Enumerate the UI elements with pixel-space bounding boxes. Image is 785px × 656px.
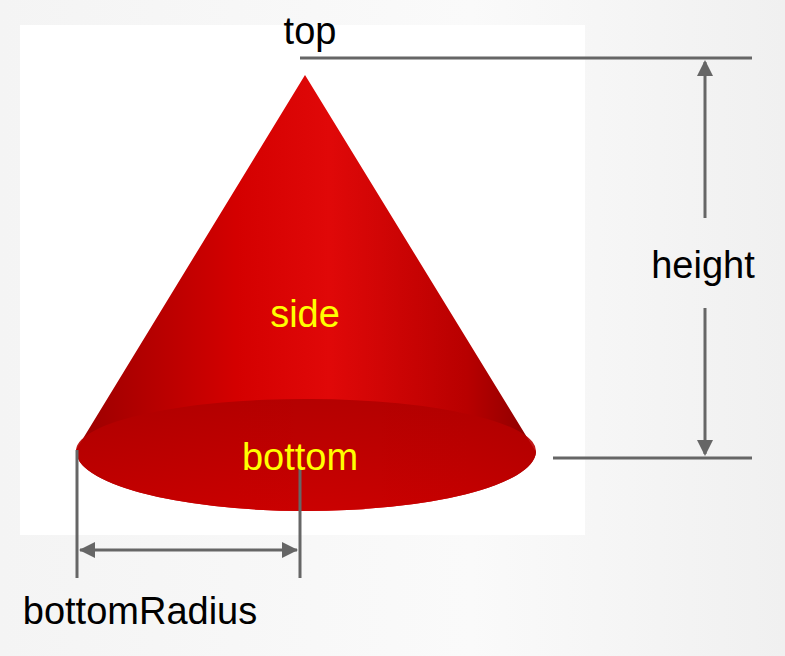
arrow-head: [697, 60, 713, 76]
cone-side: [76, 75, 536, 511]
image-ground: [20, 25, 585, 535]
dimension-label: height: [651, 245, 755, 287]
part-label: bottom: [242, 437, 358, 479]
dimension-label: bottomRadius: [23, 591, 257, 633]
arrow-head: [79, 542, 95, 558]
part-label: top: [284, 11, 337, 53]
cone-bottom: [76, 399, 536, 511]
arrow-head: [282, 542, 298, 558]
part-label: side: [270, 294, 340, 336]
arrow-head: [697, 440, 713, 456]
